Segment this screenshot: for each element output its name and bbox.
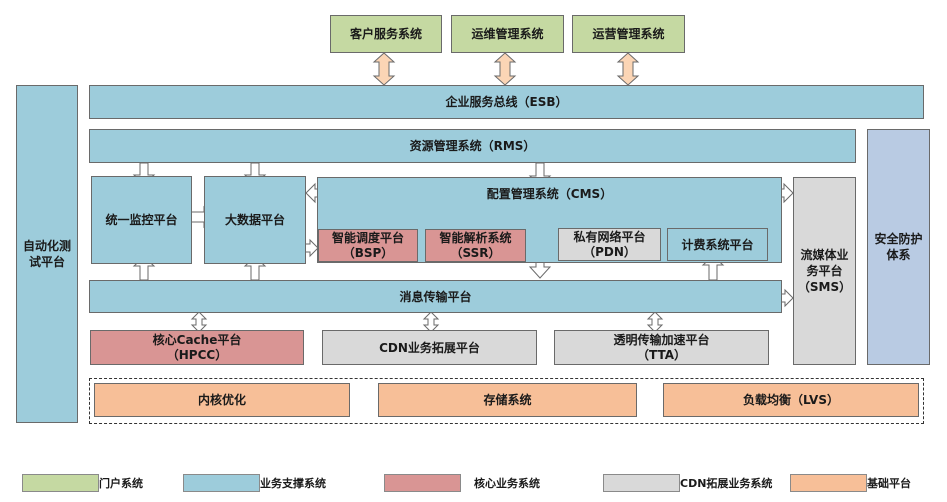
- legend-label-portal: 门户系统: [99, 477, 143, 490]
- rms-label: 资源管理系统（RMS）: [409, 139, 536, 153]
- auto-test-platform[interactable]: 自动化测 试平台: [16, 85, 78, 423]
- arrow-message-cdn: [422, 311, 440, 333]
- tta-platform[interactable]: 透明传输加速平台 （TTA）: [554, 330, 769, 365]
- storage-label: 存储系统: [483, 393, 532, 407]
- arrow-maintenance-esb: [493, 52, 517, 86]
- cdn-extension-platform[interactable]: CDN业务拓展平台: [322, 330, 537, 365]
- ops-operation-label: 运营管理系统: [592, 27, 665, 41]
- legend-swatch-base: [790, 474, 867, 492]
- security-system[interactable]: 安全防护 体系: [867, 129, 930, 365]
- monitor-label: 统一监控平台: [105, 213, 178, 227]
- tta-label-1: 透明传输加速平台: [613, 332, 710, 347]
- bsp-platform[interactable]: 智能调度平台 （BSP）: [318, 229, 418, 262]
- bigdata-platform[interactable]: 大数据平台: [204, 176, 306, 264]
- message-label: 消息传输平台: [399, 289, 472, 304]
- billing-platform[interactable]: 计费系统平台: [667, 228, 768, 261]
- pdn-label-1: 私有网络平台: [573, 229, 646, 244]
- legend-label-core: 核心业务系统: [474, 477, 540, 490]
- ssr-label-1: 智能解析系统: [439, 230, 512, 245]
- ssr-system[interactable]: 智能解析系统 （SSR）: [425, 229, 526, 262]
- legend-swatch-portal: [22, 474, 99, 492]
- sms-label-3: （SMS）: [797, 280, 852, 294]
- legend-swatch-cdn: [603, 474, 680, 492]
- sms-label-2: 务平台: [806, 264, 843, 278]
- message-platform[interactable]: 消息传输平台: [89, 280, 782, 313]
- arrow-message-tta: [646, 311, 664, 333]
- bigdata-label: 大数据平台: [224, 213, 285, 227]
- billing-label: 计费系统平台: [681, 237, 754, 252]
- legend-swatch-core: [384, 474, 461, 492]
- ops-maintenance-label: 运维管理系统: [471, 27, 544, 41]
- foundation-container: [89, 378, 924, 424]
- cms-label: 配置管理系统（CMS）: [486, 187, 613, 201]
- ops-operation-system[interactable]: 运营管理系统: [572, 15, 685, 53]
- lvs-load-balancer[interactable]: 负载均衡（LVS）: [663, 383, 919, 417]
- bsp-label-1: 智能调度平台: [331, 230, 404, 245]
- lvs-label: 负载均衡（LVS）: [743, 393, 839, 407]
- rms-system[interactable]: 资源管理系统（RMS）: [89, 129, 856, 163]
- bsp-label-2: （BSP）: [342, 245, 394, 260]
- hpcc-platform[interactable]: 核心Cache平台 （HPCC）: [90, 330, 304, 365]
- legend-label-support: 业务支撑系统: [260, 477, 326, 490]
- hpcc-label-1: 核心Cache平台: [152, 332, 242, 347]
- legend-label-base: 基础平台: [867, 477, 911, 490]
- pdn-label-2: （PDN）: [583, 244, 636, 259]
- monitor-platform[interactable]: 统一监控平台: [91, 176, 192, 264]
- hpcc-label-2: （HPCC）: [166, 347, 228, 362]
- kernel-optimization[interactable]: 内核优化: [94, 383, 350, 417]
- pdn-platform[interactable]: 私有网络平台 （PDN）: [558, 228, 661, 261]
- kernel-label: 内核优化: [197, 393, 246, 407]
- storage-system[interactable]: 存储系统: [378, 383, 637, 417]
- security-label-2: 体系: [886, 248, 911, 262]
- ops-maintenance-system[interactable]: 运维管理系统: [451, 15, 564, 53]
- auto-test-label-1: 自动化测: [22, 239, 71, 253]
- customer-service-label: 客户服务系统: [349, 27, 422, 41]
- customer-service-system[interactable]: 客户服务系统: [330, 15, 442, 53]
- esb-bus[interactable]: 企业服务总线（ESB）: [89, 85, 924, 119]
- sms-platform[interactable]: 流媒体业 务平台 （SMS）: [793, 177, 856, 365]
- auto-test-label-2: 试平台: [28, 255, 65, 269]
- legend-label-cdn: CDN拓展业务系统: [680, 477, 773, 490]
- cdn-extension-label: CDN业务拓展平台: [379, 340, 480, 355]
- arrow-message-hpcc: [190, 311, 208, 333]
- security-label-1: 安全防护: [874, 232, 923, 246]
- legend-swatch-support: [183, 474, 260, 492]
- tta-label-2: （TTA）: [636, 347, 686, 362]
- esb-label: 企业服务总线（ESB）: [445, 95, 568, 109]
- arrow-customer-esb: [372, 52, 396, 86]
- arrow-operation-esb: [616, 52, 640, 86]
- sms-label-1: 流媒体业: [800, 248, 849, 262]
- ssr-label-2: （SSR）: [450, 245, 501, 260]
